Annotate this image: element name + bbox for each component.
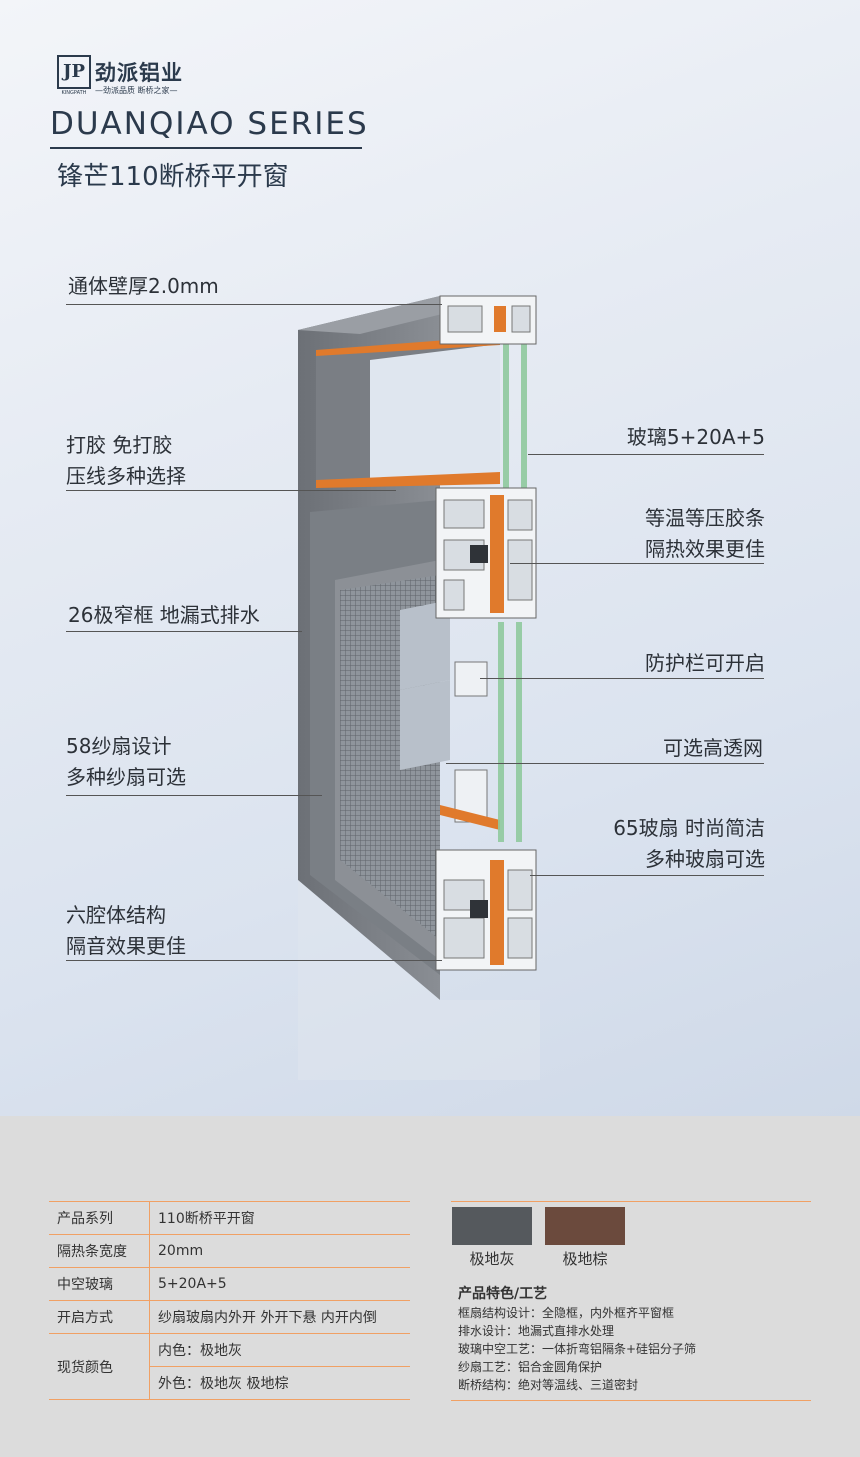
callout-glass: 玻璃5+20A+5 <box>627 422 765 453</box>
leader-line <box>446 763 764 764</box>
callout-guard-rail: 防护栏可开启 <box>645 648 765 679</box>
leader-line <box>528 454 764 455</box>
callout-text: 等温等压胶条 <box>645 506 765 530</box>
spec-value: 20mm <box>149 1234 410 1268</box>
feature-item: 排水设计：地漏式直排水处理 <box>458 1324 615 1338</box>
feature-item: 断桥结构：绝对等温线、三道密封 <box>458 1378 639 1392</box>
callout-narrow-frame: 26极窄框 地漏式排水 <box>68 600 260 631</box>
spec-value: 外色：极地灰 极地棕 <box>149 1366 410 1400</box>
callout-text: 压线多种选择 <box>66 464 186 488</box>
callout-text: 六腔体结构 <box>66 903 166 927</box>
spec-key: 产品系列 <box>49 1201 150 1235</box>
color-label: 极地灰 <box>469 1250 515 1268</box>
table-row: 现货颜色 内色：极地灰 <box>49 1333 410 1400</box>
leader-line <box>530 875 764 876</box>
leader-line <box>66 960 442 961</box>
logo-mark: JP <box>57 55 91 89</box>
table-row: 开启方式 纱扇玻扇内外开 外开下悬 内开内倒 <box>49 1300 410 1334</box>
divider <box>451 1400 811 1401</box>
leader-line <box>66 490 396 491</box>
callout-text: 玻璃5+20A+5 <box>626 425 765 449</box>
color-swatch-brown <box>545 1207 625 1245</box>
table-row: 中空玻璃 5+20A+5 <box>49 1267 410 1301</box>
callout-glazing-bead: 打胶 免打胶 压线多种选择 <box>66 430 186 492</box>
callout-text: 65玻扇 时尚简洁 <box>613 816 765 840</box>
feature-item: 玻璃中空工艺：一体折弯铝隔条+硅铝分子筛 <box>458 1342 697 1356</box>
feature-item: 框扇结构设计：全隐框，内外框齐平窗框 <box>458 1306 675 1320</box>
callout-text: 可选高透网 <box>663 736 763 760</box>
spec-key: 中空玻璃 <box>49 1267 150 1301</box>
logo-mark-en: KINGPATH <box>61 90 87 96</box>
spec-value: 内色：极地灰 <box>149 1333 410 1367</box>
hero-section: JP KINGPATH 劲派铝业 —劲派品质 断桥之家— DUANQIAO SE… <box>0 0 860 1116</box>
feature-item: 纱扇工艺：铝合金圆角保护 <box>458 1360 603 1374</box>
brand-slogan: —劲派品质 断桥之家— <box>95 86 178 95</box>
leader-line <box>510 563 764 564</box>
color-label: 极地棕 <box>562 1250 608 1268</box>
brand-name: 劲派铝业 <box>95 61 183 85</box>
divider <box>451 1201 811 1202</box>
callout-text: 隔音效果更佳 <box>66 934 186 958</box>
callout-text: 26极窄框 地漏式排水 <box>68 603 260 627</box>
spec-table: 产品系列 110断桥平开窗 隔热条宽度 20mm 中空玻璃 5+20A+5 开启… <box>49 1201 410 1400</box>
table-row: 隔热条宽度 20mm <box>49 1234 410 1268</box>
leader-line <box>66 795 322 796</box>
callout-screen-sash: 58纱扇设计 多种纱扇可选 <box>66 731 186 793</box>
window-cutaway-illustration <box>298 295 540 1080</box>
callout-text: 多种纱扇可选 <box>66 765 186 789</box>
callout-glass-sash: 65玻扇 时尚简洁 多种玻扇可选 <box>613 813 765 875</box>
spec-value: 纱扇玻扇内外开 外开下悬 内开内倒 <box>149 1300 410 1334</box>
profile-top <box>439 295 537 345</box>
profile-bottom <box>435 849 537 971</box>
callout-text: 防护栏可开启 <box>645 651 765 675</box>
series-underline <box>50 147 362 149</box>
spec-key: 现货颜色 <box>49 1333 150 1400</box>
profile-middle <box>435 487 537 619</box>
brand-logo: JP KINGPATH 劲派铝业 —劲派品质 断桥之家— <box>57 55 207 99</box>
spec-value: 110断桥平开窗 <box>149 1201 410 1235</box>
spec-key: 隔热条宽度 <box>49 1234 150 1268</box>
callout-text: 58纱扇设计 <box>66 734 172 758</box>
spec-value: 5+20A+5 <box>149 1267 410 1301</box>
callout-high-transparency-mesh: 可选高透网 <box>663 733 763 764</box>
series-title: DUANQIAO SERIES <box>50 106 369 142</box>
product-name: 锋芒110断桥平开窗 <box>57 162 289 192</box>
callout-wall-thickness: 通体壁厚2.0mm <box>68 271 219 302</box>
leader-line <box>480 678 764 679</box>
callout-gasket: 等温等压胶条 隔热效果更佳 <box>645 503 765 565</box>
color-swatch-grey <box>452 1207 532 1245</box>
features-title: 产品特色/工艺 <box>458 1286 548 1302</box>
callout-text: 多种玻扇可选 <box>645 847 765 871</box>
table-row: 产品系列 110断桥平开窗 <box>49 1201 410 1235</box>
leader-line <box>66 304 442 305</box>
leader-line <box>66 631 302 632</box>
spec-key: 开启方式 <box>49 1300 150 1334</box>
callout-six-chamber: 六腔体结构 隔音效果更佳 <box>66 900 186 962</box>
callout-text: 打胶 免打胶 <box>66 433 173 457</box>
table-row: 外色：极地灰 极地棕 <box>49 1366 410 1400</box>
callout-text: 隔热效果更佳 <box>645 537 765 561</box>
callout-text: 通体壁厚2.0mm <box>68 274 219 298</box>
